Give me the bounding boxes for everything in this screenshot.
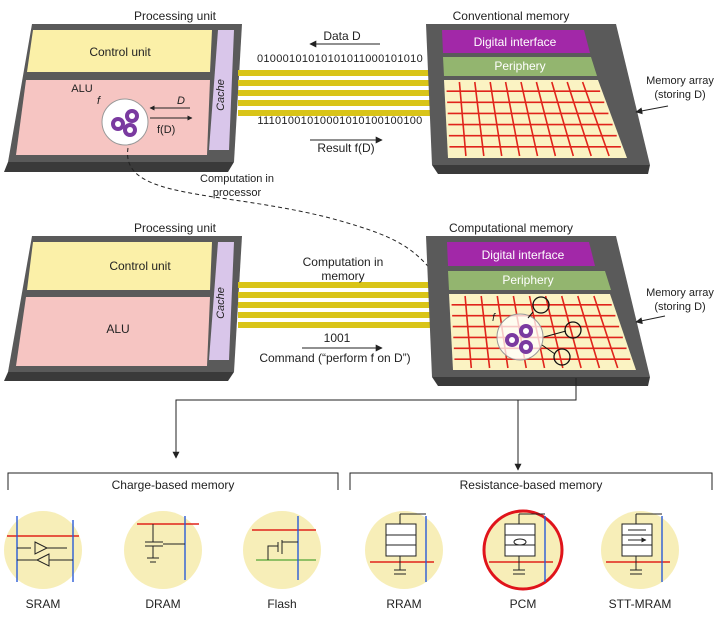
- bottom-alu-label: ALU: [106, 322, 129, 336]
- device-dram-circle: [124, 511, 202, 589]
- bottom-cache: [209, 242, 234, 360]
- bottom-gears-icon: [496, 313, 544, 361]
- top-cache: [209, 30, 234, 150]
- top-periphery-label: Periphery: [494, 59, 545, 73]
- top-data-bits: 01000101010101011000101010: [257, 53, 423, 65]
- device-pcm-label: PCM: [510, 597, 537, 611]
- bottom-processing-title: Processing unit: [134, 221, 217, 235]
- top-memory-array: [444, 80, 627, 158]
- device-stt-mram: STT-MRAM: [601, 511, 679, 611]
- cell-highlight-3: [553, 348, 571, 366]
- computation-in-processor-2: processor: [213, 187, 262, 199]
- bottom-alu: [16, 297, 210, 366]
- top-memory-title: Conventional memory: [453, 9, 570, 23]
- top-cache-label: Cache: [215, 79, 227, 111]
- cell-highlight-1: [532, 296, 550, 314]
- cell-highlight-2: [564, 321, 582, 339]
- top-periphery: [443, 57, 597, 76]
- top-memory-array-lines: [446, 81, 621, 157]
- bottom-cache-label: Cache: [215, 287, 227, 319]
- top-processing-title: Processing unit: [134, 9, 217, 23]
- device-stt-mram-label: STT-MRAM: [609, 597, 672, 611]
- resistance-based-label: Resistance-based memory: [460, 478, 603, 492]
- top-digital-interface-label: Digital interface: [474, 35, 557, 49]
- bottom-processing-unit: Processing unit Control unit ALU Cache: [4, 221, 242, 381]
- bottom-bus: [238, 282, 436, 328]
- charge-based-label: Charge-based memory: [112, 478, 235, 492]
- bottom-f: f: [492, 312, 496, 324]
- command-label: Command (“perform f on D”): [259, 351, 410, 365]
- bottom-digital-interface: [447, 242, 595, 266]
- top-result-label: Result f(D): [317, 141, 374, 155]
- command-bits: 1001: [324, 331, 351, 345]
- bottom-periphery-label: Periphery: [502, 273, 553, 287]
- bottom-control-unit: [27, 242, 212, 290]
- bottom-control-unit-label: Control unit: [109, 259, 171, 273]
- category-brackets: [7, 472, 713, 490]
- top-data-label: Data D: [323, 29, 361, 43]
- top-bus: [238, 70, 436, 116]
- top-memory-array-label-2: (storing D): [654, 89, 705, 101]
- device-flash-label: Flash: [267, 597, 296, 611]
- device-dram: DRAM: [124, 511, 202, 611]
- top-control-unit-label: Control unit: [89, 45, 151, 59]
- computation-in-memory-2: memory: [321, 269, 364, 283]
- top-alu-label: ALU: [71, 83, 92, 95]
- bottom-memory-title: Computational memory: [449, 221, 573, 235]
- top-alu-gears-icon: [101, 98, 149, 146]
- memory-devices: SRAM DRAM Flash RRAM PCM STT-MRAM: [4, 509, 679, 611]
- device-pcm: PCM: [482, 509, 564, 611]
- device-sram-label: SRAM: [26, 597, 61, 611]
- top-memory-array-label-1: Memory array: [646, 75, 714, 87]
- computation-in-processor-1: Computation in: [200, 173, 274, 185]
- tree-connectors: [172, 378, 577, 471]
- bottom-periphery: [448, 271, 611, 290]
- device-dram-label: DRAM: [145, 597, 180, 611]
- bottom-memory-array-label-2: (storing D): [654, 301, 705, 313]
- device-flash: Flash: [243, 511, 321, 611]
- top-conventional-memory: Conventional memory Digital interface Pe…: [426, 9, 650, 174]
- top-digital-interface: [442, 30, 590, 53]
- bottom-computational-memory: Computational memory Digital interface P…: [426, 221, 650, 386]
- computation-in-memory-1: Computation in: [303, 255, 384, 269]
- top-processing-unit: Processing unit Control unit ALU Cache f…: [4, 9, 242, 172]
- device-sram: SRAM: [4, 511, 82, 611]
- top-alu-d: D: [177, 95, 185, 107]
- top-alu-fd: f(D): [157, 124, 175, 136]
- top-alu-f: f: [97, 95, 101, 107]
- top-result-bits: 11101001010001010100100100: [257, 115, 422, 127]
- device-rram-label: RRAM: [386, 597, 421, 611]
- device-rram: RRAM: [365, 511, 443, 611]
- top-control-unit: [27, 30, 212, 72]
- bottom-digital-interface-label: Digital interface: [482, 248, 565, 262]
- bottom-memory-array-label-1: Memory array: [646, 287, 714, 299]
